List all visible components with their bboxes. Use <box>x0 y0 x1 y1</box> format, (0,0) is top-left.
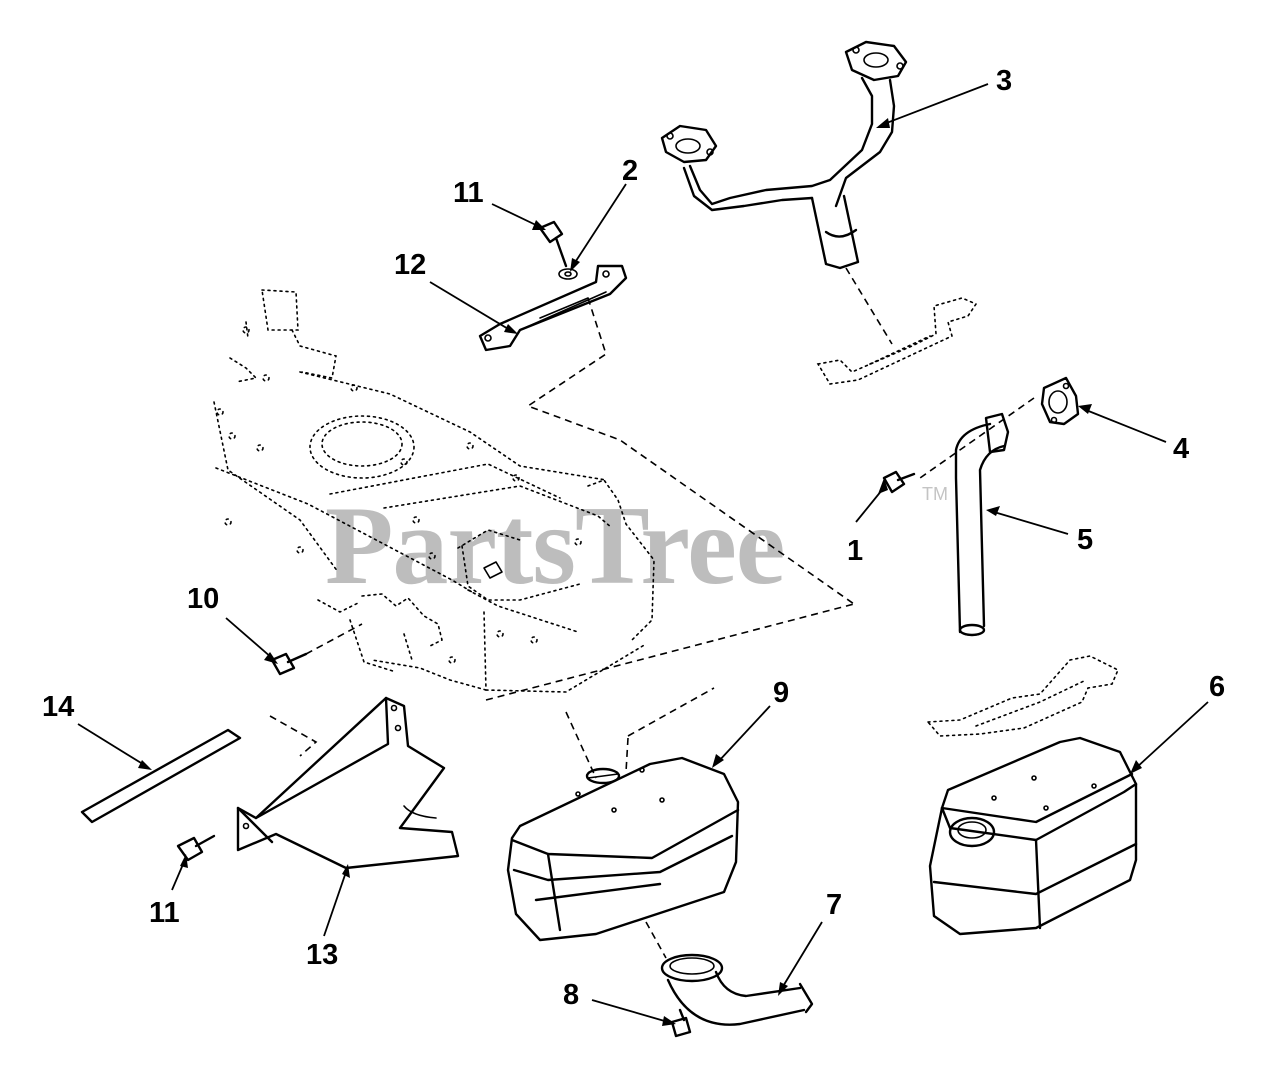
callout-11-bottom: 11 <box>149 897 180 929</box>
bolt-11-top <box>538 220 568 268</box>
callout-leaders <box>77 83 1209 1026</box>
callout-13: 13 <box>306 939 338 971</box>
washer-2 <box>558 268 578 280</box>
shield-13 <box>236 696 460 870</box>
callout-9: 9 <box>773 677 789 709</box>
callout-12: 12 <box>394 249 426 281</box>
ghost-bracket <box>816 297 978 385</box>
bolt-10 <box>270 623 363 676</box>
callout-6: 6 <box>1209 671 1225 703</box>
callout-5: 5 <box>1077 524 1093 556</box>
tailpipe-7 <box>645 921 814 1026</box>
screw-8 <box>670 1008 692 1038</box>
pipe-5 <box>919 397 1035 637</box>
bracket-12 <box>478 264 855 605</box>
callout-10: 10 <box>187 583 219 615</box>
watermark-brand: PartsTree <box>325 484 785 608</box>
callout-labels: 1 2 3 4 5 6 7 8 9 10 11 11 12 13 14 <box>42 65 1225 1011</box>
frame-assembly <box>213 289 655 693</box>
callout-7: 7 <box>826 889 842 921</box>
callout-11-top: 11 <box>453 177 484 209</box>
callout-3: 3 <box>996 65 1012 97</box>
muffler-6 <box>928 736 1138 936</box>
callout-4: 4 <box>1173 433 1189 465</box>
callout-2: 2 <box>622 155 638 187</box>
muffler-9 <box>485 603 855 942</box>
gasket-4 <box>1040 376 1080 426</box>
watermark-trademark: TM <box>922 484 948 504</box>
callout-1: 1 <box>847 535 863 567</box>
ghost-flange <box>926 655 1120 737</box>
callout-8: 8 <box>563 979 579 1011</box>
bolt-11-bottom <box>176 834 216 862</box>
exhaust-pipe-3 <box>660 40 908 345</box>
strip-14 <box>80 728 242 824</box>
callout-14: 14 <box>42 691 74 723</box>
bolt-1 <box>882 470 916 494</box>
